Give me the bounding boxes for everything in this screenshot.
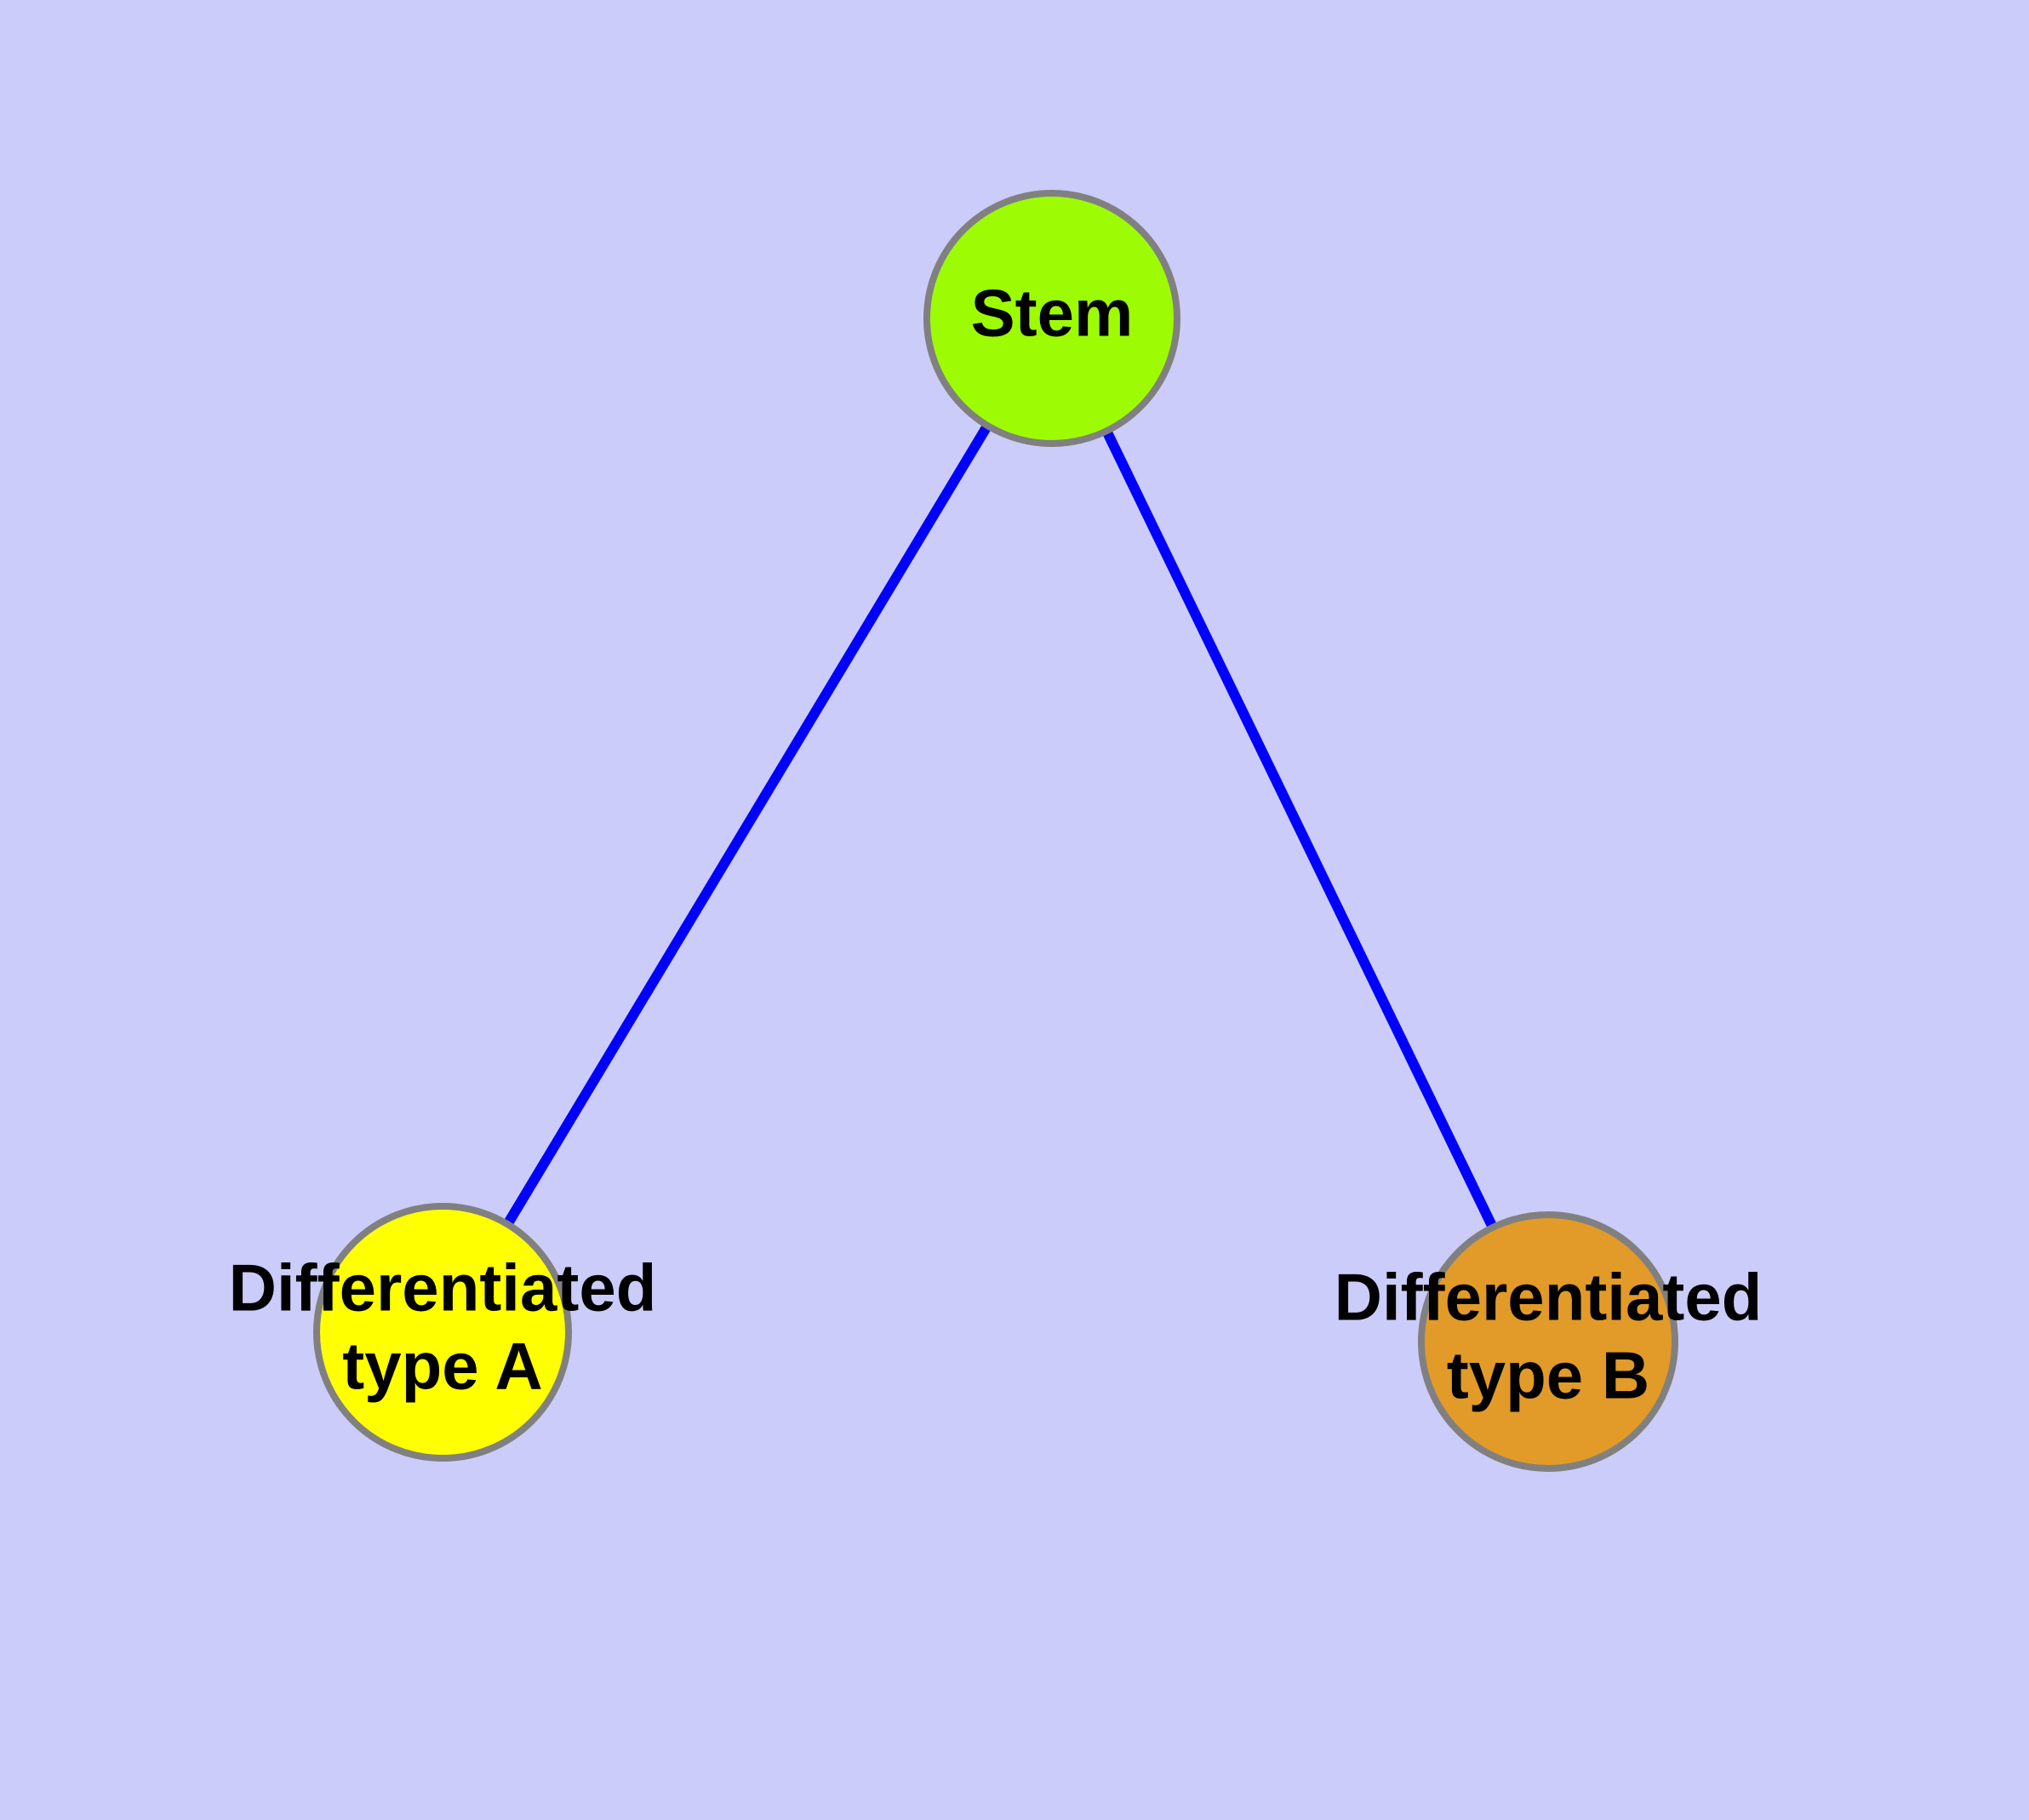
- edge-layer: [502, 421, 1499, 1232]
- node-stem-label: Stem: [971, 276, 1134, 351]
- label-layer: Stem Differentiated type A Differentiate…: [229, 276, 1763, 1413]
- node-layer: [313, 190, 1678, 1472]
- node-stem[interactable]: [923, 190, 1180, 447]
- node-differentiated-type-b-label-line2: type B: [1447, 1338, 1649, 1413]
- node-differentiated-type-b-circle[interactable]: [1418, 1211, 1678, 1472]
- node-stem-circle[interactable]: [923, 190, 1180, 447]
- node-differentiated-type-a-label-line1: Differentiated: [229, 1251, 657, 1325]
- node-differentiated-type-b-label-line1: Differentiated: [1335, 1260, 1763, 1335]
- edge-stem-to-differentiated-type-a[interactable]: [502, 421, 993, 1228]
- node-differentiated-type-b[interactable]: [1418, 1211, 1678, 1472]
- edge-stem-to-differentiated-type-b[interactable]: [1100, 426, 1499, 1232]
- node-differentiated-type-a-circle[interactable]: [313, 1203, 572, 1462]
- node-differentiated-type-a[interactable]: [313, 1203, 572, 1462]
- node-differentiated-type-a-label-line2: type A: [342, 1329, 543, 1404]
